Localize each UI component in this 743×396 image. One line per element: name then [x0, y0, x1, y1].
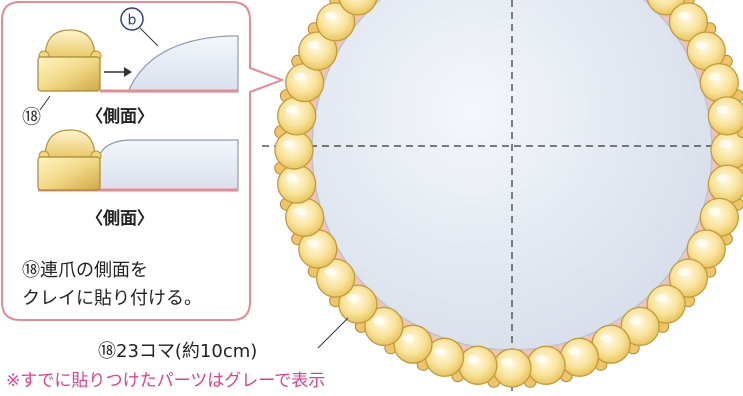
mirror-side-profile-after	[97, 139, 239, 191]
bead-highlight	[501, 358, 513, 366]
bead-setting	[315, 2, 356, 42]
part-number-label: ⑱	[22, 106, 41, 128]
instruction-line-1: ⑱連爪の側面を	[22, 260, 148, 281]
bead-highlight	[293, 207, 306, 216]
bead-setting	[668, 258, 709, 298]
bead-highlight	[695, 41, 708, 49]
bead-setting	[707, 96, 743, 136]
bead-highlight	[629, 316, 642, 325]
bead-setting	[646, 284, 686, 324]
bead-highlight	[306, 239, 319, 247]
bead-setting	[699, 62, 739, 103]
bead-setting	[710, 130, 743, 170]
bead-highlight	[346, 294, 359, 303]
bead-highlight	[695, 239, 708, 247]
bead-setting	[298, 31, 338, 71]
bead-highlight	[719, 140, 731, 148]
bead-setting	[559, 337, 600, 377]
setting-block-after	[37, 156, 101, 191]
bead-setting	[492, 348, 532, 388]
dome-top-after	[44, 129, 96, 159]
bead-highlight	[324, 11, 337, 20]
side-view-before: b ⑱ 〈側面〉	[22, 7, 239, 128]
bead-highlight	[433, 347, 446, 356]
grey-parts-note: ※すでに貼りつけたパーツはグレーで表示	[6, 371, 325, 391]
bead-setting	[315, 258, 356, 298]
bead-highlight	[677, 268, 690, 277]
part-number-leader	[39, 95, 51, 111]
bead-highlight	[535, 355, 548, 364]
setting-block-before	[37, 56, 101, 92]
bead-highlight	[372, 316, 385, 325]
bead-highlight	[285, 105, 298, 114]
bead-setting	[526, 345, 566, 385]
bead-highlight	[466, 355, 479, 364]
mirror-side-profile-before	[127, 35, 239, 93]
count-label-leader	[317, 317, 349, 349]
bead-chain-ring	[274, 0, 743, 388]
side-view-after: 〈側面〉	[37, 129, 239, 229]
instruction-line-2: クレイに貼り付ける。	[22, 288, 202, 309]
bead-setting	[364, 306, 404, 347]
arrow-head-icon	[124, 67, 132, 77]
bead-setting	[668, 2, 709, 42]
bead-highlight	[324, 268, 337, 277]
marker-b-leader	[139, 27, 159, 47]
bead-highlight	[716, 105, 729, 114]
bead-highlight	[655, 294, 668, 303]
mirror-assembly	[262, 0, 743, 396]
bead-setting	[277, 164, 317, 204]
bead-setting	[338, 0, 378, 16]
bead-highlight	[293, 72, 306, 81]
bead-highlight	[716, 174, 729, 183]
bead-setting	[686, 229, 726, 269]
bead-setting	[393, 324, 433, 364]
bead-setting	[285, 197, 325, 238]
bead-setting	[274, 130, 314, 170]
bead-highlight	[306, 41, 319, 49]
bead-setting	[620, 306, 660, 347]
bead-highlight	[708, 72, 721, 81]
bead-highlight	[283, 140, 295, 148]
marker-b-label: b	[128, 13, 137, 29]
side-label-top: 〈側面〉	[86, 106, 154, 127]
bead-setting	[458, 345, 498, 385]
bead-highlight	[402, 334, 414, 343]
bead-highlight	[708, 207, 721, 216]
bead-highlight	[568, 347, 581, 356]
bead-highlight	[600, 334, 612, 343]
side-label-bottom: 〈側面〉	[86, 208, 154, 229]
callout-panel: b ⑱ 〈側面〉 〈側面〉 ⑱連爪の側面を クレイに貼り付ける。	[1, 1, 285, 321]
dome-top-before	[44, 29, 96, 59]
bead-setting	[707, 164, 743, 204]
marker-b-circle	[120, 7, 144, 31]
count-label: ⑱23コマ(約10cm)	[98, 341, 257, 362]
bead-highlight	[285, 174, 298, 183]
bead-setting	[277, 96, 317, 136]
bead-highlight	[677, 11, 690, 20]
bead-setting	[338, 284, 378, 324]
